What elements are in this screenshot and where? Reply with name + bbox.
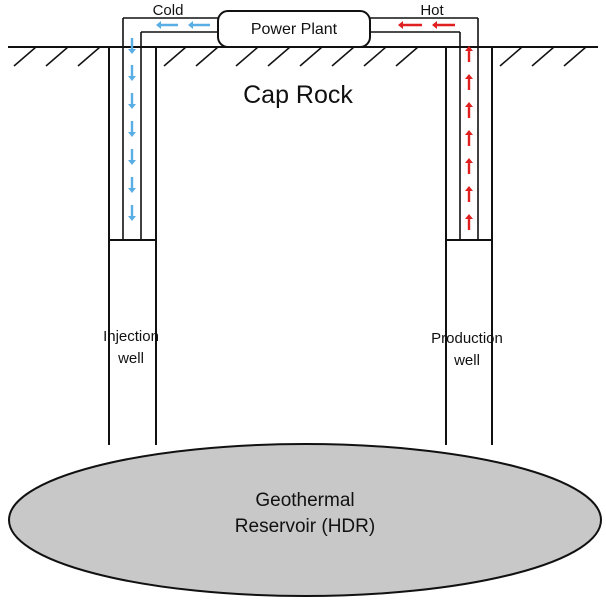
cold-arrow-down-2	[128, 65, 136, 81]
cold-arrow-top-1	[188, 21, 210, 29]
hot-flow-arrows	[398, 21, 473, 230]
power-plant-box	[217, 10, 371, 48]
production-well-casing	[445, 47, 493, 445]
cold-arrow-down-7	[128, 205, 136, 221]
hot-arrow-up-7	[465, 46, 473, 62]
cold-arrow-down-3	[128, 93, 136, 109]
production-well-label-line2: well	[453, 352, 480, 369]
hot-label: Hot	[420, 2, 444, 19]
production-well-label-line1: Production	[431, 330, 503, 347]
injection-well-casing	[108, 47, 157, 445]
injection-well-label-line2: well	[117, 350, 144, 367]
cap-rock-label: Cap Rock	[243, 81, 353, 109]
hot-arrow-up-6	[465, 74, 473, 90]
hot-arrow-up-5	[465, 102, 473, 118]
hot-arrow-up-1	[465, 214, 473, 230]
cold-label: Cold	[153, 2, 184, 19]
reservoir-label-line1: Geothermal	[255, 490, 354, 511]
hot-arrow-top-1	[432, 21, 455, 29]
cold-flow-arrows	[128, 21, 210, 221]
reservoir-label-line2: Reservoir (HDR)	[235, 516, 375, 537]
hot-arrow-up-4	[465, 130, 473, 146]
ground-hatching	[13, 46, 587, 67]
geothermal-reservoir	[8, 443, 602, 597]
injection-pipe	[122, 17, 218, 240]
cold-arrow-down-5	[128, 149, 136, 165]
injection-well-label-line1: Injection	[103, 328, 159, 345]
cold-arrow-down-6	[128, 177, 136, 193]
cold-arrow-top-2	[156, 21, 178, 29]
cold-arrow-down-1	[128, 38, 136, 54]
hot-arrow-up-3	[465, 158, 473, 174]
hot-arrow-top-2	[398, 21, 422, 29]
production-pipe	[370, 17, 479, 240]
hot-arrow-up-2	[465, 186, 473, 202]
power-plant-label: Power Plant	[251, 21, 338, 38]
cold-arrow-down-4	[128, 121, 136, 137]
